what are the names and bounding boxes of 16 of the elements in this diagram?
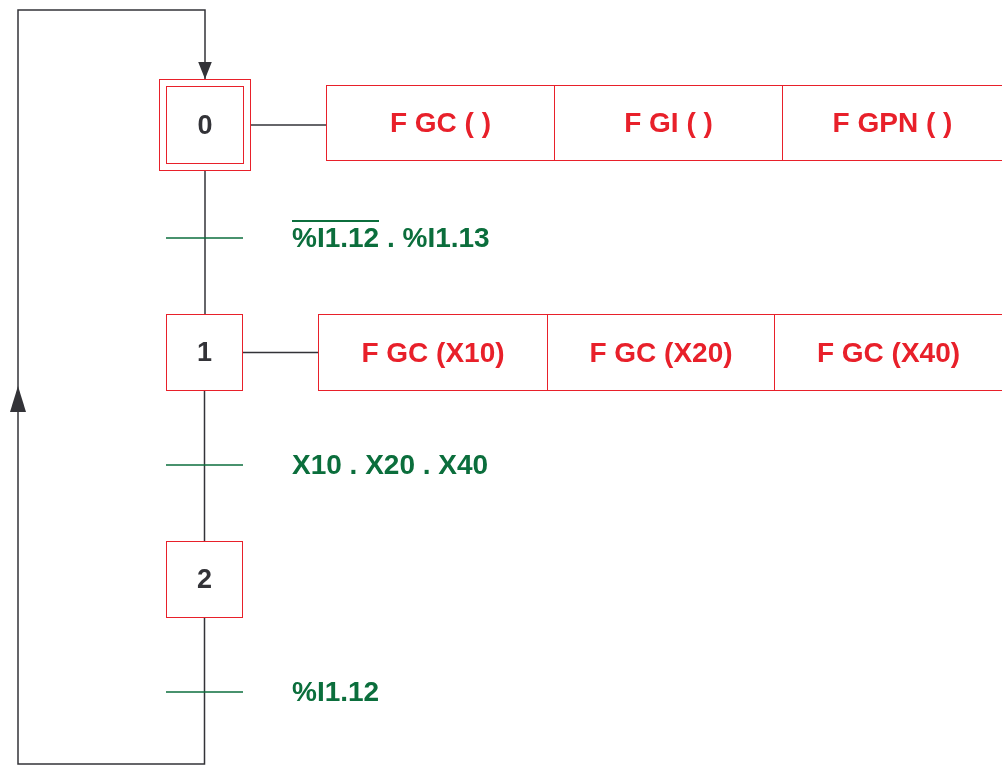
action-box: F GI ( ) — [554, 85, 783, 161]
step-box: 2 — [166, 541, 243, 618]
action-box: F GC (X40) — [774, 314, 1002, 391]
connector-line — [203, 390, 206, 542]
action-box: F GPN ( ) — [782, 85, 1002, 161]
initial-step-box: 0 — [159, 79, 251, 171]
transition-condition: %I1.12 — [292, 675, 380, 709]
connector-line — [204, 170, 206, 315]
step-box: 1 — [166, 314, 243, 391]
transition-condition: X10 . X20 . X40 — [292, 448, 489, 482]
action-box: F GC (X20) — [547, 314, 775, 391]
action-box: F GC (X10) — [318, 314, 548, 391]
action-box: F GC ( ) — [326, 85, 555, 161]
connector-line — [250, 124, 327, 126]
transition-condition: %I1.12 . %I1.13 — [292, 219, 490, 255]
connector-line — [242, 351, 319, 354]
